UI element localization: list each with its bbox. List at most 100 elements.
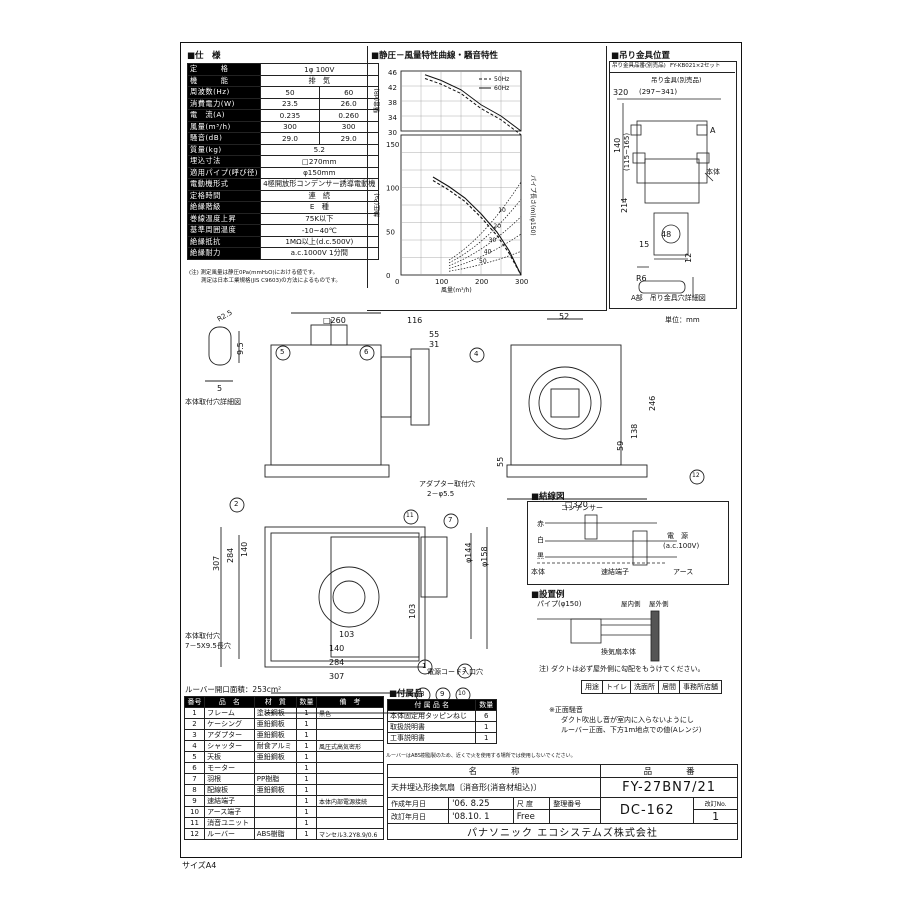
install-indoor: 屋内側 — [621, 600, 641, 608]
balloon-3: 3 — [462, 666, 467, 674]
acc-cell: 1 — [475, 732, 497, 744]
spec-note-1: (注) 測定風量は静圧0Pa(mmH₂O)における値です。 — [189, 270, 319, 276]
dim-284b: 284 — [329, 658, 345, 667]
balloon-11: 11 — [406, 512, 414, 519]
rev-number: 1 — [693, 809, 738, 824]
parts-cell: 1 — [295, 718, 318, 730]
parts-cell: アダプター — [204, 729, 255, 741]
pipe-label: 30 — [489, 237, 497, 244]
parts-cell: 亜鉛鋼板 — [253, 751, 297, 763]
hole-detail-caption: 本体取付穴詳細図 — [185, 398, 241, 406]
pipe-label: 40 — [484, 249, 492, 256]
dim-320: □320 — [565, 500, 588, 509]
spec-value: 連 続 — [260, 189, 379, 202]
parts-cell: マンセル3.2Y8.9/0.6 — [316, 828, 384, 840]
pipe-curve — [448, 199, 522, 264]
parts-cell — [253, 817, 297, 829]
dim-158: φ158 — [480, 546, 489, 567]
dim-138: 138 — [630, 423, 639, 439]
title-model-head: 品 番 — [600, 764, 738, 778]
spec-value: φ150mm — [260, 166, 379, 179]
wiring-ground: アース — [673, 568, 694, 576]
pressure-y-tick: 100 — [386, 185, 399, 193]
parts-cell: フレーム — [204, 707, 255, 719]
mount-holes-label: 本体取付穴 — [185, 632, 220, 640]
remarks-l2: ルーバー正面、下方1m地点での値(Aレンジ) — [561, 726, 702, 734]
spec-key: 適用パイプ(呼び径) — [186, 166, 262, 179]
spec-key: 埋込寸法 — [186, 155, 262, 168]
spec-key: 騒音(dB) — [186, 132, 262, 145]
pressure-y-tick: 0 — [386, 272, 390, 280]
balloon-10: 10 — [458, 690, 466, 697]
spec-value: 5.2 — [260, 143, 379, 156]
uses-table: 用途 トイレ 洗面所 居間 事務所店舗 — [581, 680, 722, 694]
dim-260: □260 — [323, 316, 346, 325]
wiring-power: 電 源 — [667, 532, 688, 540]
balloon-9: 9 — [440, 690, 445, 698]
revised-label: 改訂年月日 — [386, 809, 450, 824]
dim-246: 246 — [648, 395, 657, 411]
parts-cell: 耐食アルミ — [253, 740, 297, 752]
spec-value: 4極開放形コンデンサー誘導電動機 — [260, 178, 379, 191]
spec-note-2: 測定は日本工業規格(JIS C9603)の方法によるものです。 — [201, 278, 341, 284]
wiring-schematic — [537, 514, 677, 566]
pressure-x-tick: 100 — [435, 278, 448, 286]
revised-date: '08.10. 1 — [448, 809, 514, 824]
size-note: サイズA4 — [182, 861, 217, 870]
balloon-8: 8 — [420, 690, 425, 698]
parts-cell — [253, 762, 297, 774]
balloon-7: 7 — [448, 516, 453, 524]
parts-cell: 1 — [295, 740, 318, 752]
parts-cell: 塗装鋼板 — [253, 707, 297, 719]
parts-cell — [316, 762, 384, 774]
balloon-6: 6 — [364, 348, 369, 356]
dim-297: (297~341) — [639, 88, 678, 96]
spec-row: 埋込寸法□270mm — [186, 155, 379, 168]
pressure-y-tick: 150 — [386, 141, 399, 149]
title-name-head: 名 称 — [386, 764, 602, 778]
install-note: 注) ダクトは必ず屋外側に勾配をもうけてください。 — [539, 665, 705, 673]
louver-area: ルーバー開口面積：253cm² — [185, 685, 282, 694]
pipe-curve — [448, 216, 522, 266]
parts-cell: ケーシング — [204, 718, 255, 730]
parts-header: 品 名 — [204, 696, 255, 708]
parts-cell: 1 — [295, 817, 318, 829]
acc-cell: 6 — [475, 710, 497, 722]
balloon-1: 1 — [422, 662, 427, 670]
created-label: 作成年月日 — [386, 797, 450, 810]
remarks-head: ※正面騒音 — [549, 706, 583, 714]
dim-95: 9.5 — [236, 342, 245, 355]
parts-cell — [316, 806, 384, 818]
use-washroom: 洗面所 — [630, 680, 659, 694]
wire-black: 黒 — [537, 552, 544, 560]
parts-header: 材 質 — [253, 696, 297, 708]
mount-holes-spec: 7－5X9.5長穴 — [185, 642, 231, 650]
adapter-holes: 2－φ5.5 — [427, 490, 455, 498]
balloon-2: 2 — [234, 500, 239, 508]
pressure-y-tick: 50 — [386, 228, 395, 236]
noise-axis-label: 騒音(dB) — [373, 88, 381, 113]
dim-320: 320 — [613, 88, 629, 97]
spec-value: -10~40℃ — [260, 224, 379, 237]
dim-15: 15 — [639, 240, 650, 249]
wiring-condenser: コンデンサー — [561, 504, 603, 512]
ref-number: DC-162 — [600, 797, 695, 824]
parts-cell: シャッター — [204, 740, 255, 752]
pressure-x-tick: 0 — [395, 278, 399, 286]
parts-cell: 7 — [183, 773, 206, 785]
spec-key: 絶縁抵抗 — [186, 235, 262, 248]
parts-cell: 亜鉛鋼板 — [253, 718, 297, 730]
spec-key: 消費電力(W) — [186, 97, 262, 110]
pressure-x-tick: 300 — [515, 278, 528, 286]
